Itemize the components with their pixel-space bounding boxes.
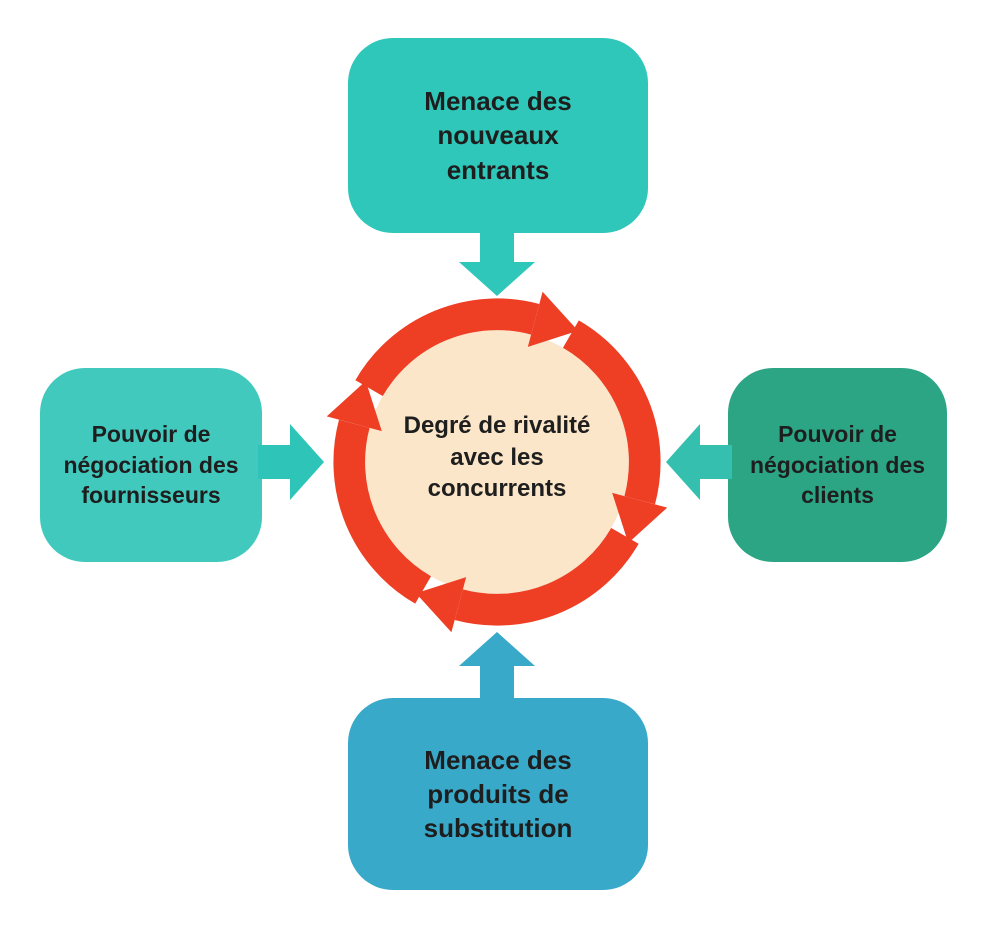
box-supplier-power: Pouvoir de négociation des fournisseurs [40,368,262,562]
label-line: clients [801,482,874,509]
label-line: entrants [446,154,550,185]
rivalry-cycle-icon [326,291,668,633]
cycle-arc [355,298,540,397]
label-line: Menace des [424,86,572,117]
label-line: négociation des [63,451,239,478]
label-line: négociation des [749,451,926,478]
cycle-arrowhead-icon [527,291,579,347]
arrow-up-shape [459,632,535,698]
arrow-right-shape [258,424,324,500]
cycle-arc [333,419,432,604]
arrow-down-shape [459,230,535,296]
cycle-arrowhead-icon [612,492,668,544]
label-line: substitution [423,813,573,844]
cycle-arc [562,320,661,505]
box-new-entrants: Menace des nouveaux entrants [348,38,648,233]
rivalry-inner-circle [365,330,629,594]
arrow-up-icon [459,632,535,698]
label-line: Menace des [424,744,572,775]
cycle-arrowhead-icon [326,380,382,432]
cycle-arrowhead-icon [415,577,467,633]
label-line: nouveaux [437,120,559,151]
label-line: concurrents [427,475,567,503]
label-line: Pouvoir de [778,421,897,448]
box-customer-power-label: Pouvoir de négociation des clients [750,419,925,510]
arrow-down-icon [459,230,535,296]
label-line: Pouvoir de [91,421,211,448]
arrow-right-icon [258,424,324,500]
box-customer-power: Pouvoir de négociation des clients [728,368,947,562]
box-new-entrants-label: Menace des nouveaux entrants [424,84,571,187]
arrow-left-icon [666,424,732,500]
cycle-arc [454,527,639,626]
box-supplier-power-label: Pouvoir de négociation des fournisseurs [63,419,238,510]
box-substitutes: Menace des produits de substitution [348,698,648,890]
label-line: fournisseurs [81,482,221,509]
label-line: Degré de rivalité [403,412,591,439]
center-rivalry-label: Degré de rivalité avec les concurrents [367,410,627,505]
label-line: avec les [450,443,544,471]
arrow-left-shape [666,424,732,500]
box-substitutes-label: Menace des produits de substitution [424,743,573,846]
label-line: produits de [427,778,569,809]
